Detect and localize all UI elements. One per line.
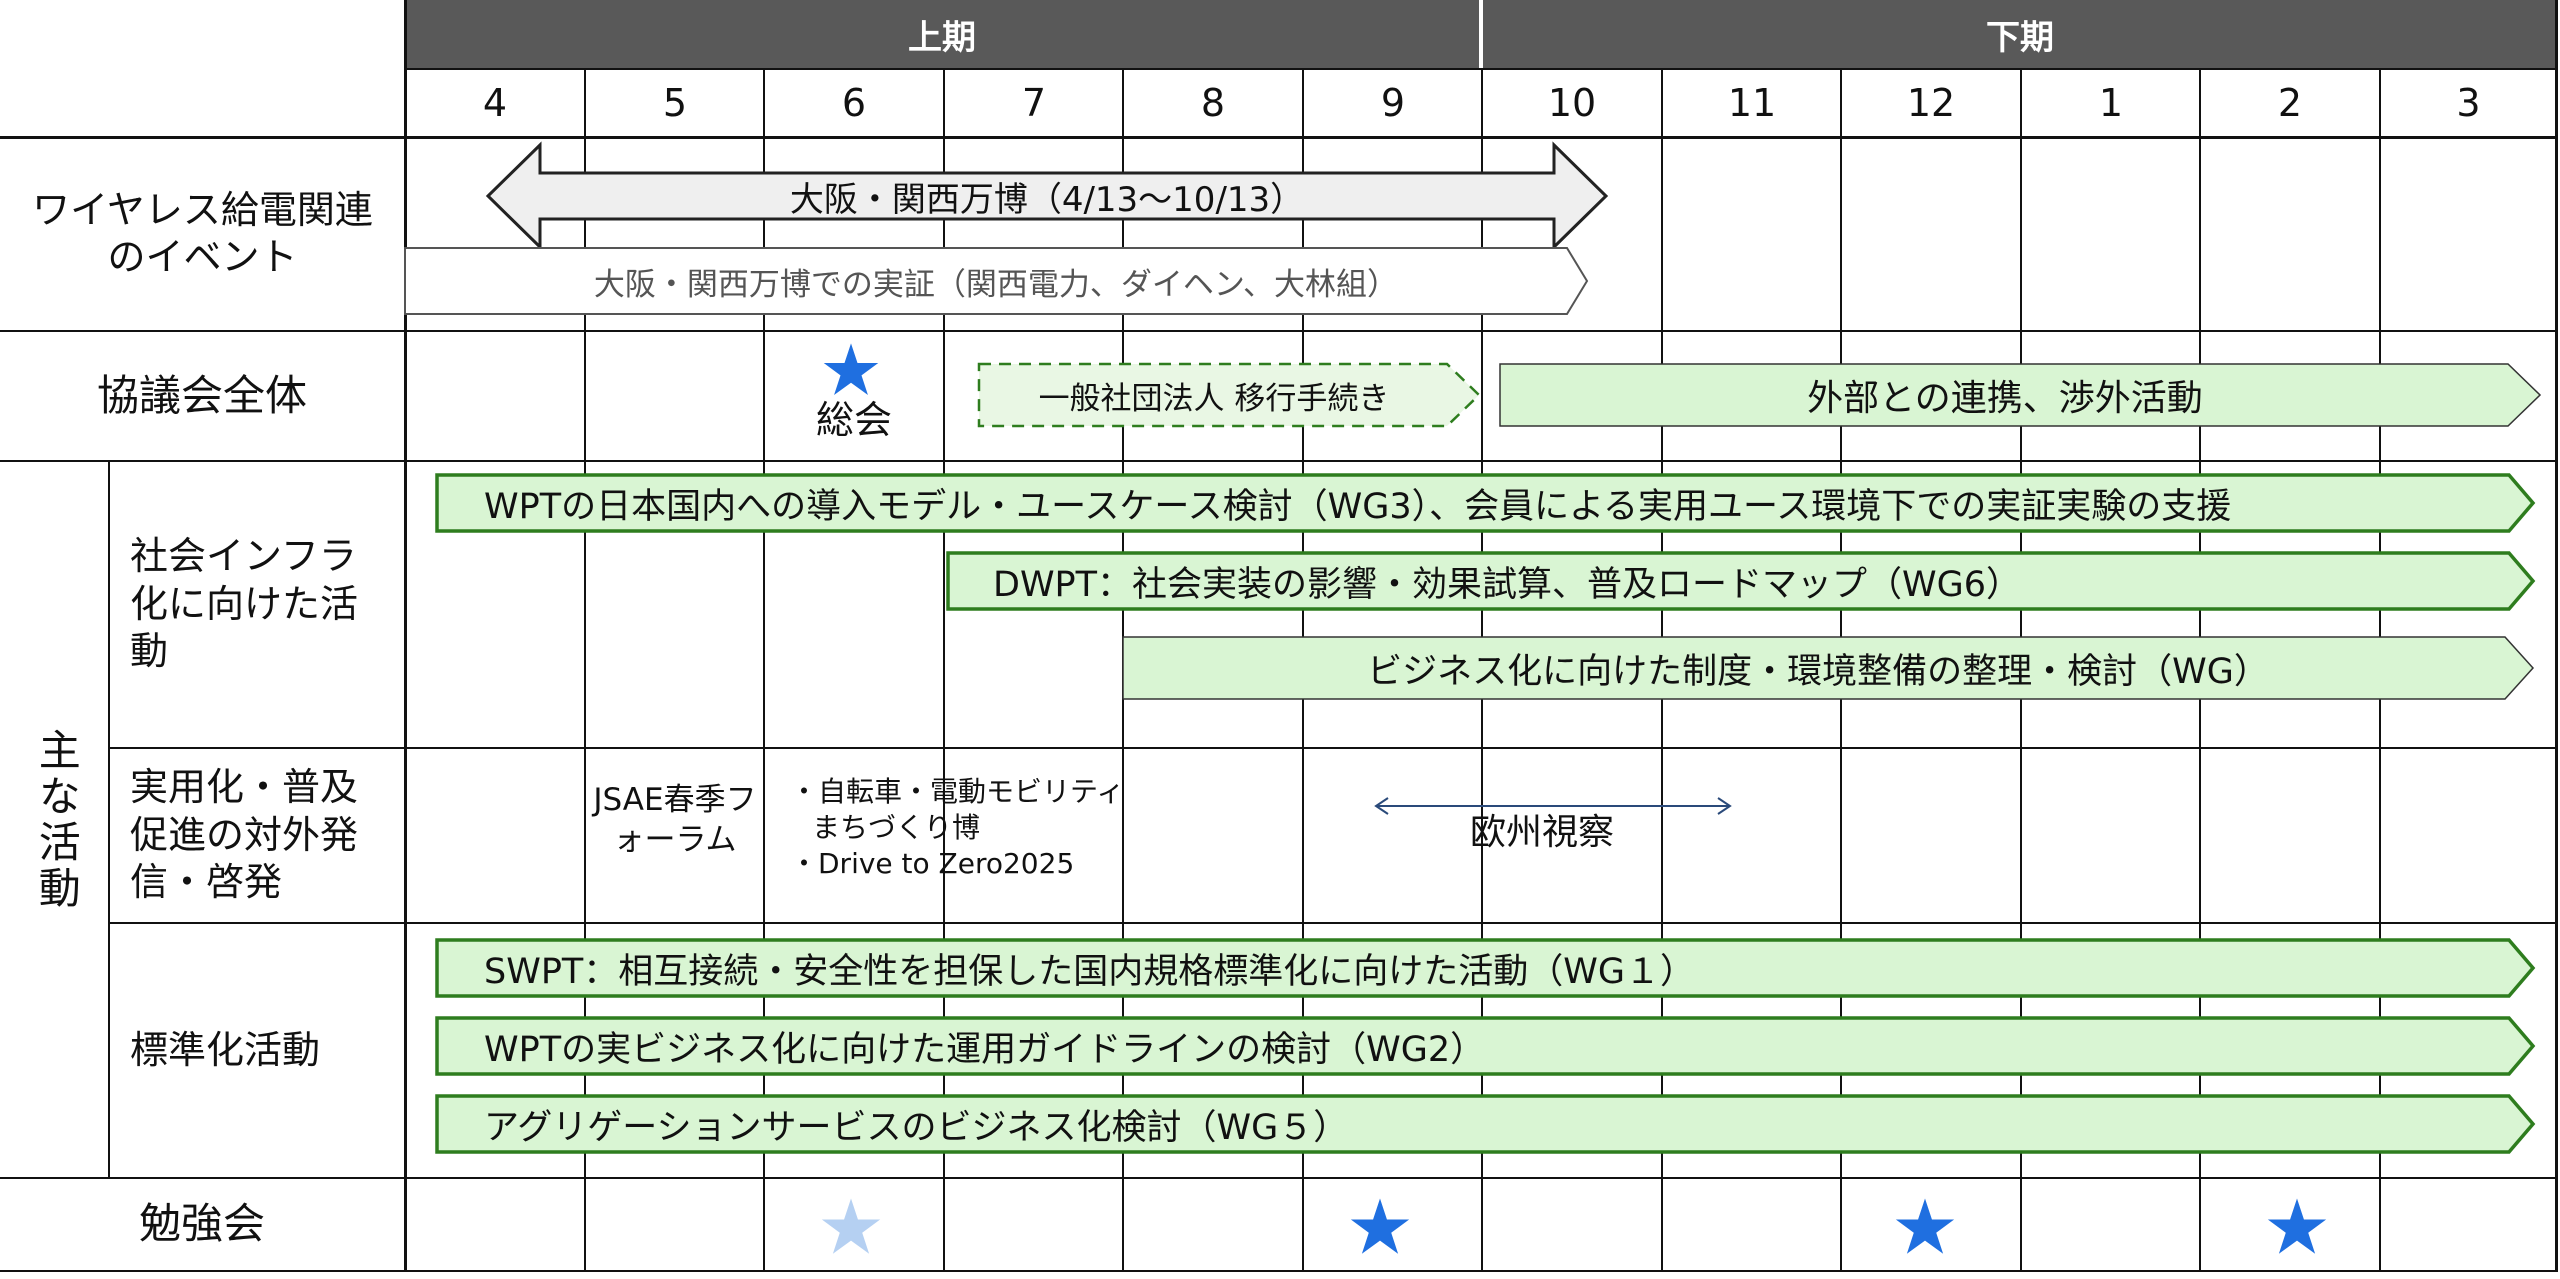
first-half-header: 上期 (405, 0, 1479, 69)
grid-line (0, 1270, 2558, 1272)
wg6-label: DWPT：社会実装の影響・効果試算、普及ロードマップ（WG6） (993, 564, 2022, 605)
wg5-label: アグリゲーションサービスのビジネス化検討（WG５） (484, 1107, 1349, 1148)
grid-line (943, 70, 945, 1272)
grid-line (0, 136, 2558, 139)
expo-period-label: 大阪・関西万博（4/13～10/13） (789, 179, 1305, 220)
wg5-arrow: アグリゲーションサービスのビジネス化検討（WG５） (435, 1094, 2536, 1154)
grid-line (0, 330, 2558, 332)
grid-line (404, 68, 2558, 70)
study-group-star-icon (2267, 1198, 2327, 1254)
wg3-label: WPTの日本国内への導入モデル・ユースケース検討（WG3）、会員による実用ユース… (484, 486, 2232, 527)
grid-line (108, 747, 2558, 749)
row-label-standardization: 標準化活動 (130, 1027, 321, 1072)
month-label: 2 (2277, 81, 2303, 125)
europe-trip-label: 欧州視察 (1470, 812, 1615, 853)
bicycle-line1: ・自転車・電動モビリティ (790, 775, 1125, 808)
wg6-arrow: DWPT：社会実装の影響・効果試算、普及ロードマップ（WG6） (946, 551, 2536, 611)
month-label: 9 (1380, 81, 1406, 125)
month-label: 11 (1727, 81, 1777, 125)
month-label: 12 (1906, 81, 1956, 125)
wg3-arrow: WPTの日本国内への導入モデル・ユースケース検討（WG3）、会員による実用ユース… (435, 473, 2536, 533)
row-label-council: 協議会全体 (96, 370, 307, 420)
second-half-header: 下期 (1483, 0, 2557, 69)
incorporation-arrow: 一般社団法人 移行手続き (977, 362, 1481, 428)
grid-line (404, 0, 407, 1272)
grid-line (763, 70, 765, 1272)
grid-line (2555, 0, 2558, 1272)
wg2-label: WPTの実ビジネス化に向けた運用ガイドラインの検討（WG2） (484, 1029, 1486, 1070)
external-activities-label: 外部との連携、渉外活動 (1807, 378, 2203, 419)
study-group-star-icon (1350, 1198, 1410, 1254)
study-group-star-icon (1895, 1198, 1955, 1254)
business-wg-arrow: ビジネス化に向けた制度・環境整備の整理・検討（WG） (1122, 636, 2535, 700)
business-wg-label: ビジネス化に向けた制度・環境整備の整理・検討（WG） (1367, 651, 2269, 692)
expo-demo-label: 大阪・関西万博での実証（関西電力、ダイヘン、大林組） (593, 266, 1399, 303)
row-label-outreach: 実用化・普及促進の対外発信・啓発 (130, 765, 359, 905)
grid-line (0, 1177, 2558, 1179)
drive-label: ・Drive to Zero2025 (790, 847, 1075, 880)
month-label: 6 (841, 81, 867, 125)
grid-line (584, 70, 586, 1272)
month-label: 8 (1200, 81, 1226, 125)
bicycle-line2: まちづくり博 (812, 811, 981, 844)
europe-trip-arrow (1374, 797, 1732, 815)
wg2-arrow: WPTの実ビジネス化に向けた運用ガイドラインの検討（WG2） (435, 1016, 2536, 1076)
month-label: 5 (662, 81, 688, 125)
row-label-study-group: 勉強会 (138, 1199, 265, 1249)
row-label-wireless-events: ワイヤレス給電関連のイベント (32, 187, 373, 280)
general-meeting-label: 総会 (815, 398, 892, 443)
external-activities-arrow: 外部との連携、渉外活動 (1499, 363, 2542, 427)
expo-period-arrow: 大阪・関西万博（4/13～10/13） (485, 141, 1609, 251)
grid-line (108, 922, 2558, 924)
general-meeting-star-icon (823, 343, 879, 396)
month-label: 3 (2456, 81, 2481, 125)
row-label-social-infra: 社会インフラ化に向けた活動 (130, 534, 359, 674)
grid-line (0, 460, 2558, 462)
grid-line (108, 461, 110, 1178)
study-group-star-icon (821, 1198, 881, 1254)
month-label: 7 (1021, 81, 1047, 125)
month-label: 10 (1547, 81, 1597, 125)
incorporation-label: 一般社団法人 移行手続き (1038, 380, 1390, 417)
month-label: 1 (2098, 81, 2124, 125)
wg1-label: SWPT：相互接続・安全性を担保した国内規格標準化に向けた活動（WG１） (484, 951, 1696, 992)
expo-demo-arrow: 大阪・関西万博での実証（関西電力、ダイヘン、大林組） (404, 247, 1589, 315)
wg1-arrow: SWPT：相互接続・安全性を担保した国内規格標準化に向けた活動（WG１） (435, 938, 2536, 998)
row-label-main-activities: 主な活動 (32, 727, 82, 912)
jsae-label: JSAE春季フォーラム (593, 782, 757, 859)
month-label: 4 (482, 81, 508, 125)
grid-line (1479, 0, 1483, 70)
